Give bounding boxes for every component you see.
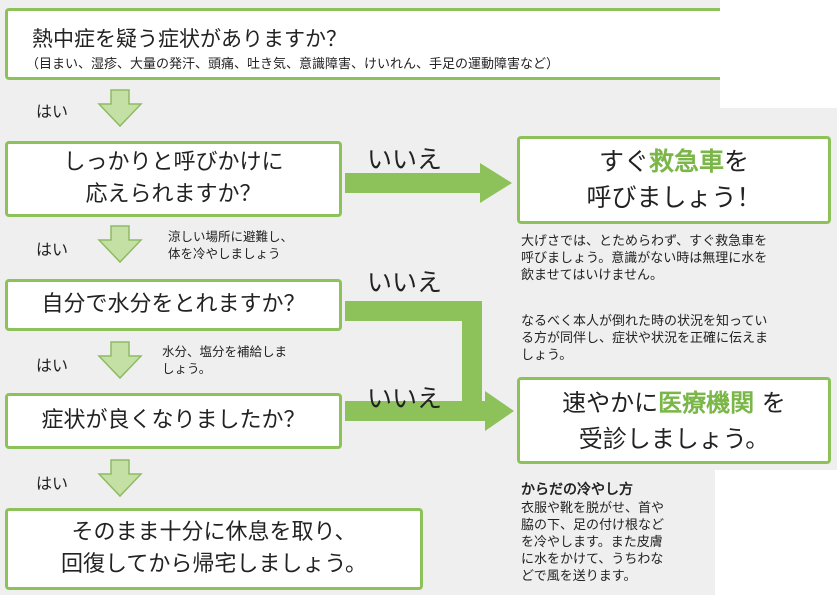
q1-subtitle: （目まい、湿疹、大量の発汗、頭痛、吐き気、意識障害、けいれん、手足の運動障害など… xyxy=(26,57,560,72)
hospital-post: を xyxy=(754,388,786,417)
cooling-method: からだの冷やし方 衣服や靴を脱がせ、首や 脇の下、足の付け根など を冷やします。… xyxy=(521,480,664,585)
final-line2: 回復してから帰宅しましょう。 xyxy=(60,552,368,577)
arrow-q4-to-hospital xyxy=(462,391,514,431)
cooling-line5: どで風を送ります。 xyxy=(521,569,637,584)
companion-note-line3: しょう。 xyxy=(521,348,573,363)
cooling-line3: を冷やします。また皮膚 xyxy=(521,535,663,550)
hospital-line1: 速やかに医療機関 を xyxy=(562,385,786,421)
companion-note: なるべく本人が倒れた時の状況を知ってい る方が同伴し、症状や状況を正確に伝えま … xyxy=(521,313,768,364)
hospital-line2: 受診しましょう。 xyxy=(578,424,770,453)
question-heatstroke-symptoms: 熱中症を疑う症状がありますか？ （目まい、湿疹、大量の発汗、頭痛、吐き気、意識障… xyxy=(5,8,732,80)
q2-line1: しっかりと呼びかけに xyxy=(63,150,284,175)
ambulance-note: 大げさでは、とためらわず、すぐ救急車を 呼びましょう。意識がない時は無理に水を … xyxy=(521,233,767,284)
ambulance-pre: すぐ xyxy=(598,147,649,176)
no-label-1: いいえ xyxy=(367,145,443,174)
note-cool-down: 涼しい場所に避難し、 体を冷やしましょう xyxy=(168,228,293,262)
down-arrow-4 xyxy=(97,459,143,498)
yes-label-1: はい xyxy=(36,102,69,121)
down-arrow-2 xyxy=(97,225,143,264)
note-cool-down-line2: 体を冷やしましょう xyxy=(168,246,281,261)
down-arrow-3 xyxy=(97,341,143,380)
cooling-title: からだの冷やし方 xyxy=(521,482,633,498)
question-drink-water: 自分で水分をとれますか？ xyxy=(5,279,342,331)
down-arrow-1 xyxy=(97,89,143,128)
no-label-2: いいえ xyxy=(367,268,443,297)
hospital-box: 速やかに医療機関 を 受診しましょう。 xyxy=(517,377,831,464)
note-cool-down-line1: 涼しい場所に避難し、 xyxy=(168,229,294,244)
final-rest-box: そのまま十分に休息を取り、 回復してから帰宅しましょう。 xyxy=(5,508,423,590)
q1-title: 熱中症を疑う症状がありますか？ xyxy=(32,27,347,51)
cooling-line2: 脇の下、足の付け根など xyxy=(521,518,665,533)
companion-note-line1: なるべく本人が倒れた時の状況を知ってい xyxy=(521,314,768,329)
question-responsive: しっかりと呼びかけに 応えられますか？ xyxy=(5,141,342,217)
yes-label-2: はい xyxy=(36,240,69,259)
ambulance-line1: すぐ救急車を xyxy=(599,144,749,180)
hospital-accent: 医療機関 xyxy=(658,388,755,417)
ambulance-note-line2: 呼びましょう。意識がない時は無理に水を xyxy=(521,251,768,266)
no-label-3: いいえ xyxy=(367,384,443,413)
ambulance-line2: 呼びましょう！ xyxy=(586,183,762,212)
yes-label-4: はい xyxy=(36,474,69,493)
arrow-q2-to-ambulance xyxy=(345,163,512,203)
ambulance-accent: 救急車 xyxy=(648,147,724,176)
note-hydrate: 水分、塩分を補給しま しょう。 xyxy=(162,343,287,377)
final-line1: そのまま十分に休息を取り、 xyxy=(71,520,357,545)
hospital-pre: 速やかに xyxy=(562,388,659,417)
white-patch-bottom-right xyxy=(715,470,837,595)
yes-label-3: はい xyxy=(36,356,69,375)
note-hydrate-line1: 水分、塩分を補給しま xyxy=(162,344,288,359)
q2-line2: 応えられますか？ xyxy=(85,182,262,207)
white-patch-top-right xyxy=(720,0,837,108)
ambulance-note-line1: 大げさでは、とためらわず、すぐ救急車を xyxy=(521,234,768,249)
ambulance-post: を xyxy=(724,147,750,176)
cooling-line1: 衣服や靴を脱がせ、首や xyxy=(521,501,665,516)
ambulance-box: すぐ救急車を 呼びましょう！ xyxy=(517,136,831,224)
question-symptoms-improved: 症状が良くなりましたか？ xyxy=(5,393,342,449)
q4-text: 症状が良くなりましたか？ xyxy=(41,408,306,433)
cooling-line4: に水をかけて、うちわな xyxy=(521,552,664,567)
note-hydrate-line2: しょう。 xyxy=(162,361,212,376)
q3-text: 自分で水分をとれますか？ xyxy=(41,292,306,317)
companion-note-line2: る方が同伴し、症状や状況を正確に伝えま xyxy=(521,331,769,346)
ambulance-note-line3: 飲ませてはいけません。 xyxy=(521,268,663,283)
